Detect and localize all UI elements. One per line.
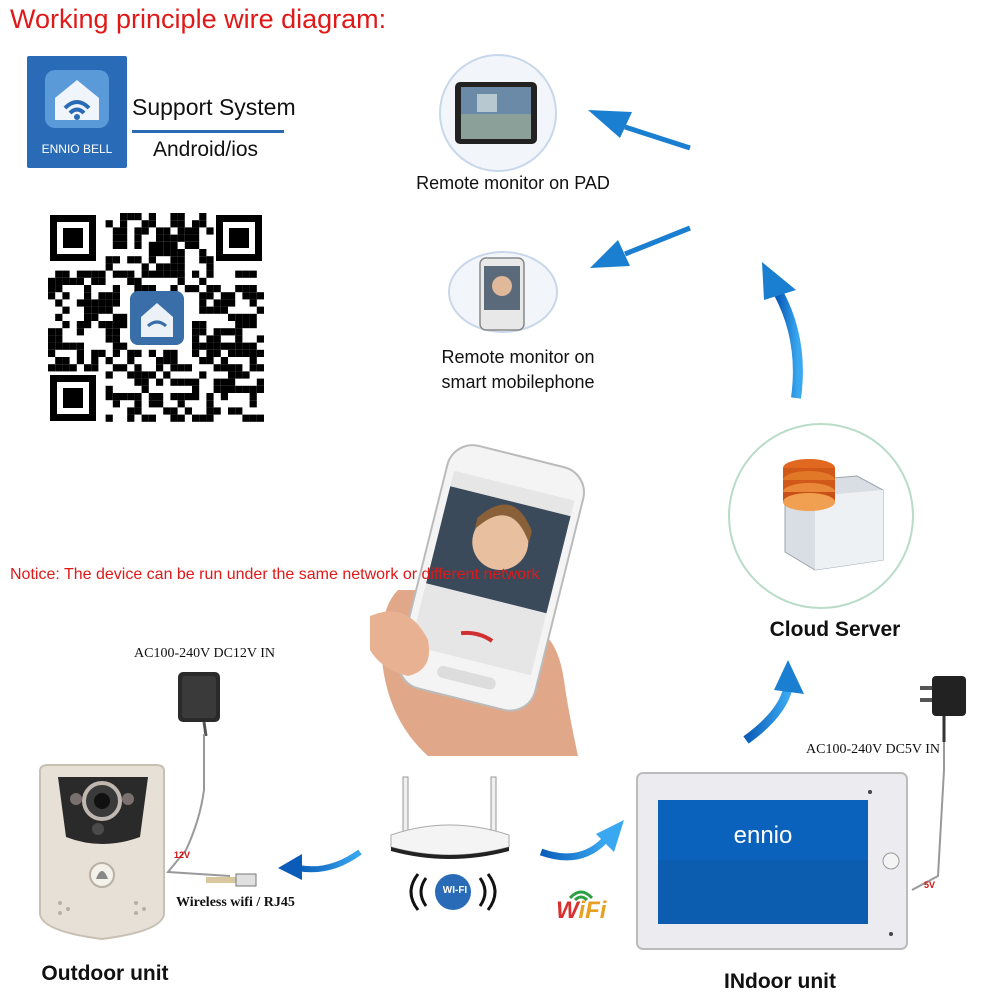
app-icon-tile: ENNIO BELL — [27, 56, 127, 168]
remote-phone-label-2: smart mobilephone — [441, 372, 595, 392]
app-tile-label: ENNIO BELL — [41, 142, 113, 156]
page-title: Working principle wire diagram: — [10, 4, 387, 34]
remote-pad-label: Remote monitor on PAD — [416, 173, 610, 193]
router-badge-text: WI-FI — [442, 885, 468, 896]
indoor-monitor-icon — [636, 772, 908, 950]
qr-code — [48, 213, 264, 423]
wifi-logo-text: WiFi — [556, 897, 606, 925]
router-icon — [385, 775, 515, 865]
arrow-cloud-up — [762, 262, 803, 399]
pad-device-icon — [437, 52, 559, 174]
arrow-to-pad — [588, 110, 691, 151]
rj45-connector-icon — [206, 872, 258, 888]
arrow-router-indoor — [539, 820, 624, 861]
wifi-logo-rest: iFi — [578, 897, 607, 924]
outdoor-voltage-tag: 12V — [174, 850, 191, 860]
support-system-label: Support System — [132, 94, 296, 120]
wireless-label: Wireless wifi / RJ45 — [176, 895, 295, 910]
router-wifi-badge-icon — [398, 866, 508, 918]
outdoor-power-label: AC100-240V DC12V IN — [134, 646, 276, 661]
wifi-signal-icon — [566, 888, 596, 902]
outdoor-unit-label: Outdoor unit — [41, 962, 169, 985]
remote-phone-label-1: Remote monitor on — [441, 347, 595, 367]
cloud-server-label: Cloud Server — [769, 618, 901, 641]
android-ios-label: Android/ios — [153, 138, 259, 161]
arrow-to-phone — [590, 225, 691, 268]
indoor-voltage-tag: 5V — [924, 880, 936, 890]
indoor-brand-logo: ennio — [733, 822, 793, 849]
notice-text: Notice: The device can be run under the … — [10, 566, 540, 583]
indoor-unit-label: INdoor unit — [724, 970, 836, 993]
arrow-router-outdoor — [278, 849, 362, 880]
wifi-logo-w: W — [556, 897, 579, 924]
indoor-power-adapter-icon — [914, 670, 974, 750]
support-underline — [132, 130, 284, 133]
hand-smartphone-icon — [368, 440, 588, 756]
outdoor-doorbell-icon — [36, 763, 168, 941]
indoor-power-label: AC100-240V DC5V IN — [806, 742, 941, 757]
mobile-device-icon — [444, 236, 562, 336]
home-wifi-icon — [45, 70, 109, 128]
cloud-server-icon — [725, 420, 917, 612]
arrow-indoor-up — [743, 660, 804, 744]
outdoor-power-adapter-icon — [170, 666, 240, 737]
